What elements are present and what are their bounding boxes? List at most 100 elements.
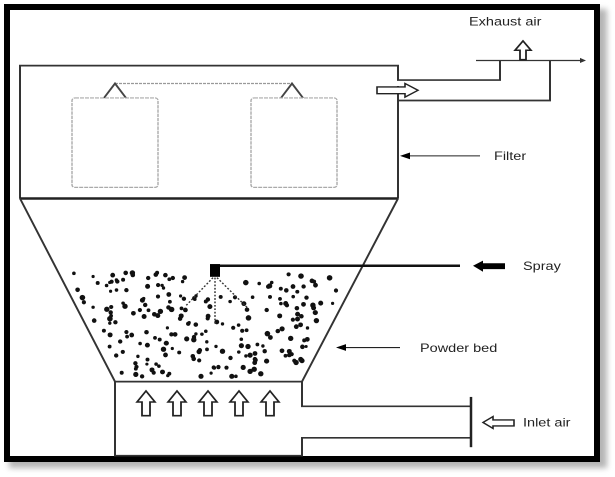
powder-particle: [178, 317, 183, 321]
filter-pointer-arrowhead-icon: [400, 152, 410, 160]
powder-particle: [152, 312, 157, 317]
powder-particle: [123, 270, 128, 276]
fluidizing-air-arrow-icon: [197, 389, 219, 417]
powder-particle: [197, 348, 203, 353]
powder-particle: [228, 299, 232, 304]
powder-particle: [278, 286, 283, 291]
powder-particle: [333, 288, 339, 293]
filter-bag-left: [71, 97, 159, 188]
powder-particle: [167, 277, 172, 282]
powder-particle: [153, 335, 157, 340]
powder-particle: [125, 334, 129, 339]
powder-particle: [81, 300, 86, 305]
powder-particle: [180, 279, 185, 284]
powder-particle: [139, 374, 145, 379]
powder-particle: [181, 296, 187, 301]
powder-particle: [160, 369, 165, 375]
powder-particle: [141, 314, 147, 319]
powder-particle: [186, 321, 191, 326]
exhaust-up-arrow-icon: [513, 39, 533, 61]
powder-particle: [209, 371, 213, 375]
powder-particle: [244, 328, 249, 333]
powder-particle: [318, 300, 324, 306]
powder-particle: [101, 328, 106, 333]
powder-particle: [131, 310, 136, 316]
powder-particle: [166, 374, 170, 378]
powder-particle: [264, 307, 269, 313]
powder-particle: [133, 371, 139, 378]
powder-particle: [138, 341, 142, 346]
powder-particle: [295, 316, 300, 322]
powder-particle: [264, 358, 270, 364]
powder-particle: [154, 362, 158, 366]
powder-particle: [207, 304, 213, 310]
powder-particle: [300, 344, 305, 350]
filter-hanger-right: [280, 81, 304, 99]
powder-particle: [168, 299, 172, 304]
powder-particle: [250, 295, 255, 299]
powder-particle: [182, 275, 188, 280]
powder-particle: [121, 277, 126, 282]
powder-particle: [234, 374, 238, 379]
fluidizing-air-arrows: [135, 389, 281, 417]
powder-particle: [193, 322, 199, 327]
powder-particle: [301, 301, 306, 307]
powder-particle: [231, 325, 236, 330]
powder-particle: [197, 358, 202, 363]
powder-particle: [136, 354, 140, 359]
powder-particle: [258, 371, 264, 377]
expansion-chamber: [19, 60, 501, 199]
powder-particle: [229, 373, 235, 379]
powder-particle: [160, 283, 164, 287]
powder-particle: [156, 283, 161, 288]
powder-particle: [304, 344, 308, 349]
powder-particle: [109, 304, 114, 310]
powder-particle: [145, 362, 149, 366]
label-filter: Filter: [494, 149, 527, 163]
powder-particle: [179, 306, 184, 311]
powder-particle: [146, 275, 151, 281]
powder-particle: [172, 332, 178, 337]
powder-particle: [75, 287, 80, 293]
powder-particle: [295, 289, 300, 294]
powder-particle: [305, 326, 310, 330]
powder-particle: [257, 281, 262, 286]
fluidizing-air-arrow-icon: [166, 389, 188, 417]
powder-particle: [291, 294, 296, 299]
powder-particle: [277, 313, 283, 319]
powder-particle: [129, 270, 136, 276]
powder-particle: [269, 280, 274, 285]
powder-particle: [194, 332, 198, 336]
powder-particle: [121, 301, 125, 305]
powder-particle: [236, 323, 241, 327]
powder-particle: [108, 280, 112, 285]
powder-particle: [279, 348, 285, 354]
powder-particle: [104, 283, 109, 288]
fluidizing-air-arrow-icon: [135, 389, 157, 417]
powder-particle: [205, 340, 209, 344]
powder-particle: [133, 367, 138, 371]
powder-particle: [301, 284, 306, 289]
powder-particle: [160, 346, 167, 352]
powder-particle: [165, 326, 169, 330]
powder-particle: [191, 356, 196, 362]
powder-particle: [279, 301, 283, 306]
powder-particle: [109, 289, 113, 293]
powder-particle: [129, 332, 135, 338]
powder-particle: [304, 295, 309, 300]
powder-particle: [292, 358, 297, 363]
powder-bed: [72, 270, 339, 379]
powder-particle: [155, 294, 161, 299]
powder-particle: [143, 302, 148, 308]
powder-particle: [268, 335, 273, 340]
powder-particle: [166, 292, 172, 297]
powder-bed-pointer-arrowhead-icon: [336, 344, 346, 351]
spray-arrow-icon: [473, 260, 505, 272]
powder-particle: [261, 344, 265, 348]
powder-particle: [289, 352, 294, 357]
label-powder-bed: Powder bed: [420, 341, 497, 355]
exhaust-out-arrow-icon: [376, 82, 420, 99]
powder-particle: [198, 373, 204, 379]
powder-particle: [124, 329, 129, 335]
